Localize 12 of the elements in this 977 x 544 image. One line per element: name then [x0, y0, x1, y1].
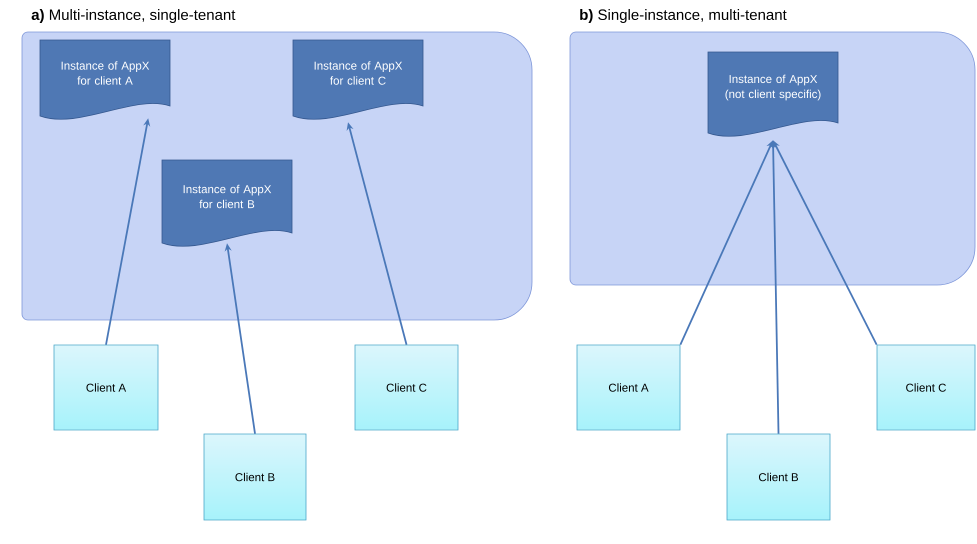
client-box: Client B — [726, 434, 830, 520]
client-box: Client A — [54, 344, 158, 430]
client-box: Client C — [876, 344, 976, 430]
client-box: Client A — [576, 344, 680, 430]
document-box: Instance of AppX for client B — [162, 160, 292, 247]
document-box: Instance of AppX for client C — [292, 40, 424, 120]
document-box: Instance of AppX for client A — [40, 40, 170, 120]
panel-title: a) Multi-instance, single-tenant — [32, 9, 236, 23]
panel-title: b) Single-instance, multi-tenant — [580, 9, 787, 23]
document-box: Instance of AppX (not client specific) — [708, 52, 838, 137]
client-box: Client B — [204, 434, 306, 520]
client-box: Client C — [354, 344, 458, 430]
